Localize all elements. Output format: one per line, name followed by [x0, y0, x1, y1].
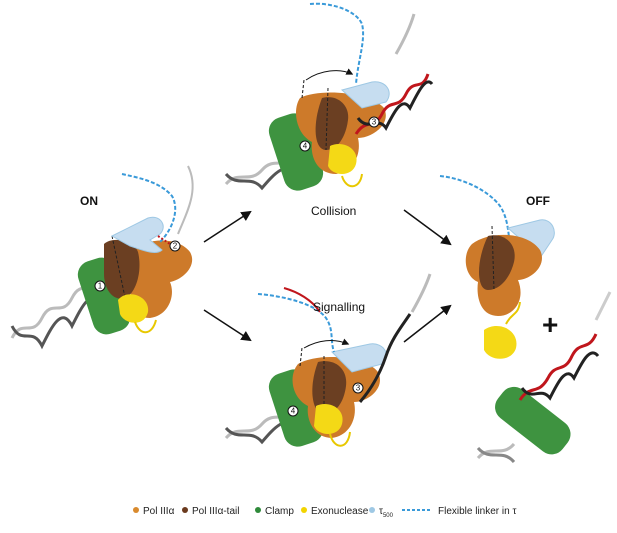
- plus-sign: +: [542, 309, 558, 340]
- on-exonuclease: [118, 294, 149, 323]
- legend-label-tau-sub: 500: [383, 513, 394, 519]
- marker-1: 1: [98, 282, 103, 291]
- on-state-complex: [10, 165, 194, 350]
- legend-label-pol: Pol IIIα: [143, 506, 175, 517]
- legend-label-exo: Exonuclease: [311, 506, 369, 517]
- marker-2: 2: [173, 242, 178, 251]
- on-pol-tail: [104, 239, 140, 299]
- legend-item-exo: Exonuclease: [301, 506, 369, 517]
- legend-dot-tail: [182, 507, 188, 513]
- off-linker: [439, 175, 511, 245]
- off-tau500: [506, 219, 555, 259]
- off-state-complex: [439, 175, 555, 359]
- off-pol-tail: [479, 235, 515, 290]
- off-released-dna-clamp: [476, 291, 612, 464]
- legend-dot-exo: [301, 507, 307, 513]
- legend-item-tail: Pol IIIα-tail: [182, 506, 239, 517]
- legend-label-tau: τ500: [379, 506, 394, 519]
- signalling-exonuclease: [314, 404, 343, 434]
- legend: Pol IIIα Pol IIIα-tail Clamp Exonuclease…: [133, 506, 516, 519]
- legend-label-linker: Flexible linker in τ: [438, 506, 516, 517]
- state-off-label: OFF: [526, 194, 550, 208]
- on-tau500: [110, 216, 164, 253]
- marker-4-signalling: 4: [291, 407, 296, 416]
- marker-4-collision: 4: [303, 142, 308, 151]
- transition-signalling-label: Signalling: [313, 300, 365, 314]
- collision-exonuclease: [328, 144, 357, 174]
- collision-complex: [224, 2, 434, 191]
- arrow-on-to-collision: [203, 210, 252, 243]
- collision-pol-tail: [315, 97, 349, 150]
- legend-dot-tau: [369, 507, 375, 513]
- collision-tau500: [340, 81, 390, 109]
- legend-item-tau: τ500: [369, 506, 394, 519]
- collision-linker: [309, 2, 365, 85]
- legend-item-clamp: Clamp: [255, 506, 294, 517]
- legend-label-tail: Pol IIIα-tail: [192, 506, 239, 517]
- on-linker: [121, 173, 177, 243]
- off-exonuclease: [484, 326, 517, 359]
- off-clamp: [495, 386, 571, 455]
- legend-item-pol: Pol IIIα: [133, 506, 175, 517]
- signalling-red-strand: [283, 287, 321, 313]
- state-on-label: ON: [80, 194, 98, 208]
- legend-label-clamp: Clamp: [265, 506, 294, 517]
- legend-dot-clamp: [255, 507, 261, 513]
- legend-label-tau-main: τ: [379, 506, 383, 517]
- signalling-pol-tail: [312, 361, 347, 414]
- marker-3-signalling: 3: [356, 384, 361, 393]
- transition-collision-label: Collision: [311, 204, 356, 218]
- legend-item-linker: Flexible linker in τ: [402, 506, 516, 517]
- legend-dot-pol: [133, 507, 139, 513]
- arrow-on-to-signalling: [203, 309, 252, 342]
- arrow-signalling-to-off: [403, 304, 452, 343]
- arrow-collision-to-off: [403, 209, 452, 246]
- signalling-linker: [257, 293, 335, 353]
- marker-3-collision: 3: [372, 118, 377, 127]
